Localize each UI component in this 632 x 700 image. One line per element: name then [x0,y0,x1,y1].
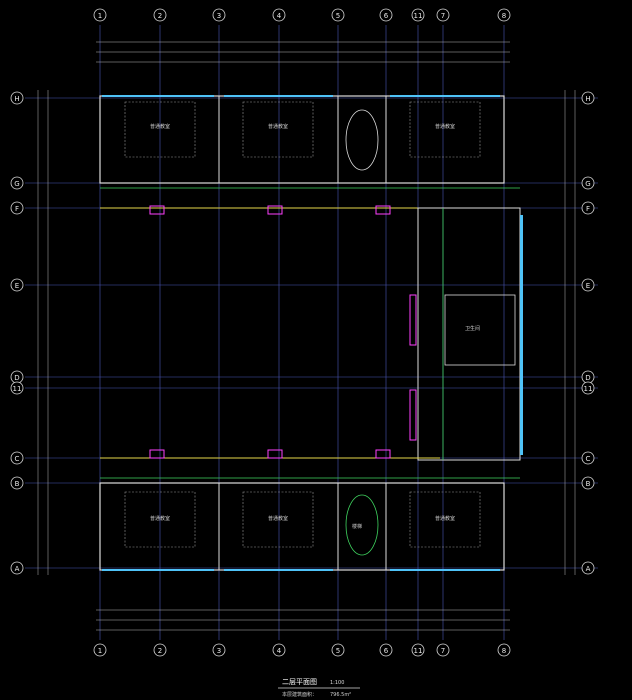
column-axis-label: 7 [441,647,445,655]
row-axis-label: 11 [584,385,593,393]
row-axis-label: B [586,480,591,488]
area-note-label: 本层建筑面积： [282,691,317,698]
row-axis-label: D [585,374,590,382]
column-axis-label: 6 [384,12,389,20]
column-axis-label: 3 [217,12,221,20]
row-axis-label: G [585,180,590,188]
area-note-value: 796.5m² [330,692,351,698]
right-wing: 卫生间 [409,207,523,461]
row-axis-label: C [15,455,20,463]
classroom-label: 普通教室 [268,515,288,522]
column-axis-label: 11 [414,12,423,20]
row-axis-label: D [14,374,19,382]
row-axis-bubbles [10,91,595,575]
classroom-label: 普通教室 [150,123,170,130]
row-axis-label: C [586,455,591,463]
column-axis-label: 1 [98,647,102,655]
title-block: 二层平面图 1:100 本层建筑面积： 796.5m² [278,678,360,698]
row-axis-label: A [15,565,20,573]
column-axis-label: 4 [277,12,282,20]
row-axis-label: H [14,95,19,103]
dimension-lines [37,41,576,631]
drawing-scale: 1:100 [330,680,344,686]
column-axis-label: 1 [98,12,102,20]
classroom-label: 普通教室 [150,515,170,522]
column-axis-label: 8 [502,12,506,20]
column-axis-label: 5 [336,12,340,20]
axis-grid [25,25,598,640]
row-axis-label: B [15,480,20,488]
column-axis-label: 6 [384,647,389,655]
bottom-wing: 普通教室 普通教室 普通教室 楼梯 [99,482,505,571]
column-axis-label: 4 [277,647,282,655]
column-axis-label: 11 [414,647,423,655]
stair-label: 楼梯 [352,523,362,530]
column-axis-bubbles [93,8,511,657]
row-axis-label: H [585,95,590,103]
column-axis-label: 2 [158,12,162,20]
row-axis-label: A [586,565,591,573]
classroom-label: 普通教室 [435,515,455,522]
row-axis-label: 11 [13,385,22,393]
row-axis-label: F [586,205,590,213]
classroom-label: 普通教室 [268,123,288,130]
drawing-title: 二层平面图 [282,678,317,686]
column-axis-label: 2 [158,647,162,655]
row-axis-label: G [14,180,19,188]
row-axis-label: E [586,282,590,290]
top-corridor [100,187,520,215]
classroom-label: 普通教室 [435,123,455,130]
column-axis-label: 3 [217,647,221,655]
column-axis-label: 5 [336,647,340,655]
column-axis-label: 7 [441,12,445,20]
toilet-label: 卫生间 [465,325,480,332]
row-axis-label: E [15,282,19,290]
top-wing: 普通教室 普通教室 普通教室 [99,95,505,184]
bottom-corridor [100,449,520,479]
column-axis-label: 8 [502,647,506,655]
row-axis-label: F [15,205,19,213]
